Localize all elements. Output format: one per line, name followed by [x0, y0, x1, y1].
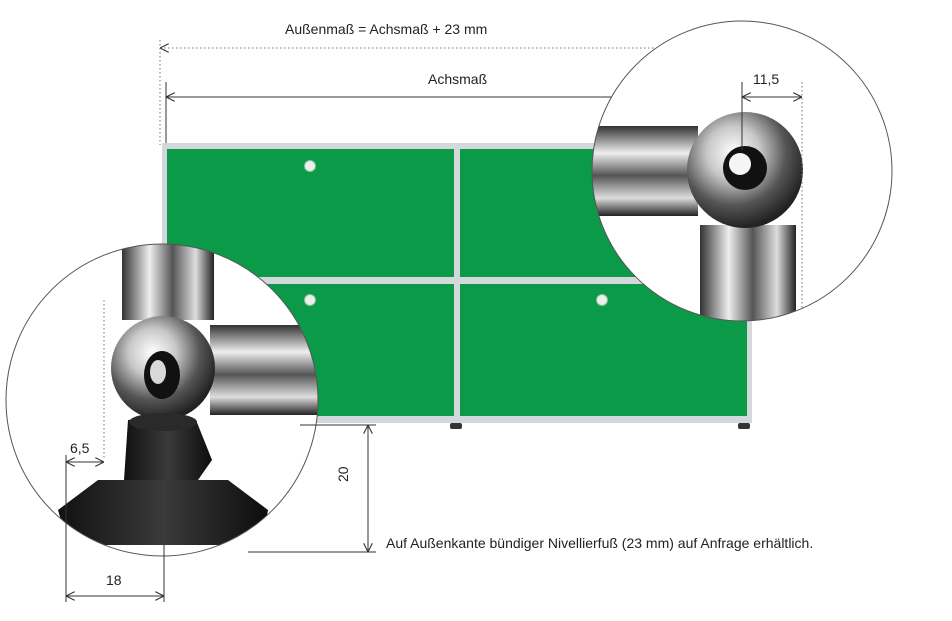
- lock-top-left: [304, 160, 316, 172]
- leveling-foot-note: Auf Außenkante bündiger Nivellierfuß (23…: [386, 535, 814, 551]
- foot-detail-magnifier: [5, 243, 319, 557]
- foot-width-label: 18: [106, 572, 122, 588]
- foot-right: [738, 423, 750, 429]
- foot-dimension-lines: [65, 424, 376, 602]
- foot-middle: [450, 423, 462, 429]
- lock-bottom-left: [304, 294, 316, 306]
- outer-dimension-line: [159, 40, 803, 145]
- joint-offset-label: 11,5: [753, 71, 780, 87]
- axis-dimension-label: Achsmaß: [428, 71, 488, 87]
- joint-detail-magnifier: [591, 20, 893, 322]
- foot-offset-label: 6,5: [70, 440, 90, 456]
- foot-height-label: 20: [335, 466, 351, 482]
- outer-dimension-label: Außenmaß = Achsmaß + 23 mm: [285, 21, 488, 37]
- lock-bottom-right: [596, 294, 608, 306]
